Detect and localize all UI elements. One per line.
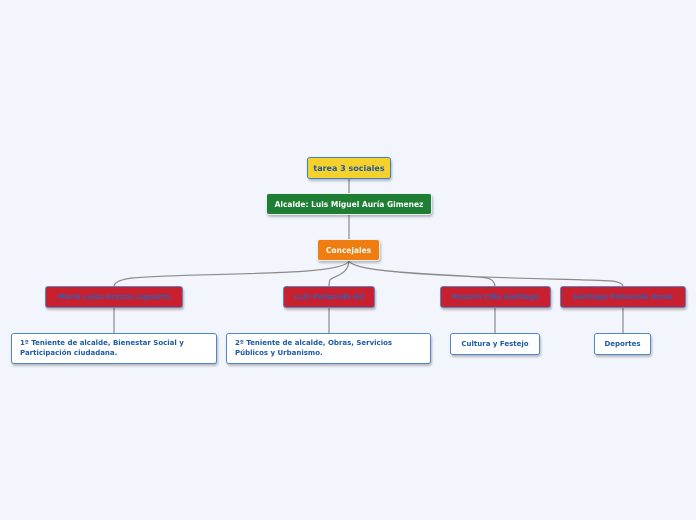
role-node-1[interactable]: 1º Teniente de alcalde, Bienestar Social…	[11, 333, 217, 364]
root-topic-label: tarea 3 sociales	[313, 163, 385, 173]
mayor-node[interactable]: Alcalde: Luis Miguel Auría Gimenez	[266, 193, 432, 215]
role-node-4[interactable]: Deportes	[594, 333, 651, 355]
member-name-2: Luis Peñacolla Gil	[294, 293, 364, 301]
connector-council-member-4	[348, 259, 624, 288]
role-node-3[interactable]: Cultura y Festejo	[450, 333, 540, 355]
role-label-3: Cultura y Festejo	[461, 340, 529, 348]
council-node[interactable]: Concejales	[317, 239, 380, 261]
member-node-3[interactable]: Rosario Cilla Santiago	[440, 286, 551, 308]
connector-council-member-2	[328, 259, 350, 288]
role-label-2: 2º Teniente de alcalde, Obras, Servicios…	[235, 339, 393, 357]
mayor-label: Alcalde: Luis Miguel Auría Gimenez	[274, 199, 424, 209]
council-label: Concejales	[325, 245, 372, 255]
member-name-4: Santiago Peñacolla Aznar	[572, 293, 674, 301]
role-label-1: 1º Teniente de alcalde, Bienestar Social…	[20, 339, 184, 357]
role-label-4: Deportes	[604, 340, 641, 348]
member-node-1[interactable]: María Luisa Arazzo Lagnarto	[45, 286, 183, 308]
member-name-1: María Luisa Arazzo Lagnarto	[57, 293, 171, 301]
role-node-2[interactable]: 2º Teniente de alcalde, Obras, Servicios…	[226, 333, 431, 364]
member-node-2[interactable]: Luis Peñacolla Gil	[283, 286, 375, 308]
connector-council-member-1	[113, 259, 350, 288]
member-node-4[interactable]: Santiago Peñacolla Aznar	[560, 286, 686, 308]
root-topic-node[interactable]: tarea 3 sociales	[307, 157, 391, 179]
member-name-3: Rosario Cilla Santiago	[452, 293, 539, 301]
